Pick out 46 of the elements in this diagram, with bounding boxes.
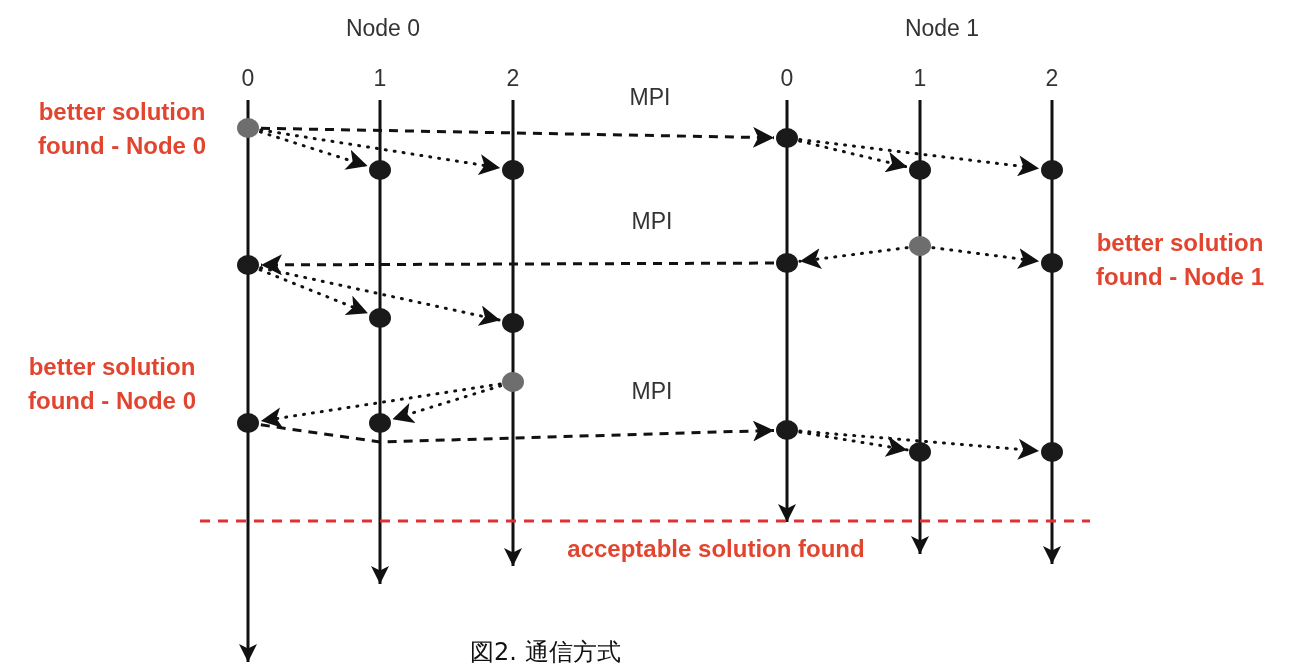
event-dot [909, 160, 931, 180]
arrow [260, 420, 775, 444]
event-dot [237, 118, 259, 138]
column-heading: 0 [779, 64, 795, 93]
column-heading: 1 [912, 64, 928, 93]
arrow [798, 139, 909, 173]
arrow [258, 130, 370, 170]
event-dot [502, 313, 524, 333]
arrow [798, 138, 1041, 177]
annotation-text: acceptable solution found [566, 534, 866, 564]
annotation-text: better solution found - Node 0 [27, 352, 197, 416]
event-dot [369, 308, 391, 328]
event-dot [1041, 442, 1063, 462]
event-dot [502, 372, 524, 392]
arrow [390, 384, 503, 423]
annotation-text: better solution found - Node 0 [37, 97, 207, 161]
column-heading: 2 [505, 64, 521, 93]
arrow [259, 128, 502, 176]
arrow [798, 429, 1041, 460]
event-dot [502, 160, 524, 180]
arrow [258, 268, 370, 316]
event-dot [369, 413, 391, 433]
arrow [260, 126, 775, 148]
event-dot [909, 236, 931, 256]
event-dot [909, 442, 931, 462]
event-dot [237, 413, 259, 433]
arrow [798, 246, 909, 270]
column-heading: Node 1 [903, 14, 981, 43]
arrow [931, 246, 1041, 270]
event-dot [776, 253, 798, 273]
arrow [261, 254, 774, 276]
event-dot [776, 420, 798, 440]
event-dot [237, 255, 259, 275]
caption: 図2. 通信方式 [470, 637, 621, 666]
event-dot [369, 160, 391, 180]
column-heading: 1 [372, 64, 388, 93]
arrow [259, 266, 502, 326]
column-heading: 2 [1044, 64, 1060, 93]
arrow [798, 430, 909, 457]
arrow [259, 382, 502, 429]
event-dot [1041, 160, 1063, 180]
event-dot [776, 128, 798, 148]
column-heading: 0 [240, 64, 256, 93]
column-heading: Node 0 [344, 14, 422, 43]
event-dot [1041, 253, 1063, 273]
annotation-text: better solution found - Node 1 [1095, 228, 1265, 292]
